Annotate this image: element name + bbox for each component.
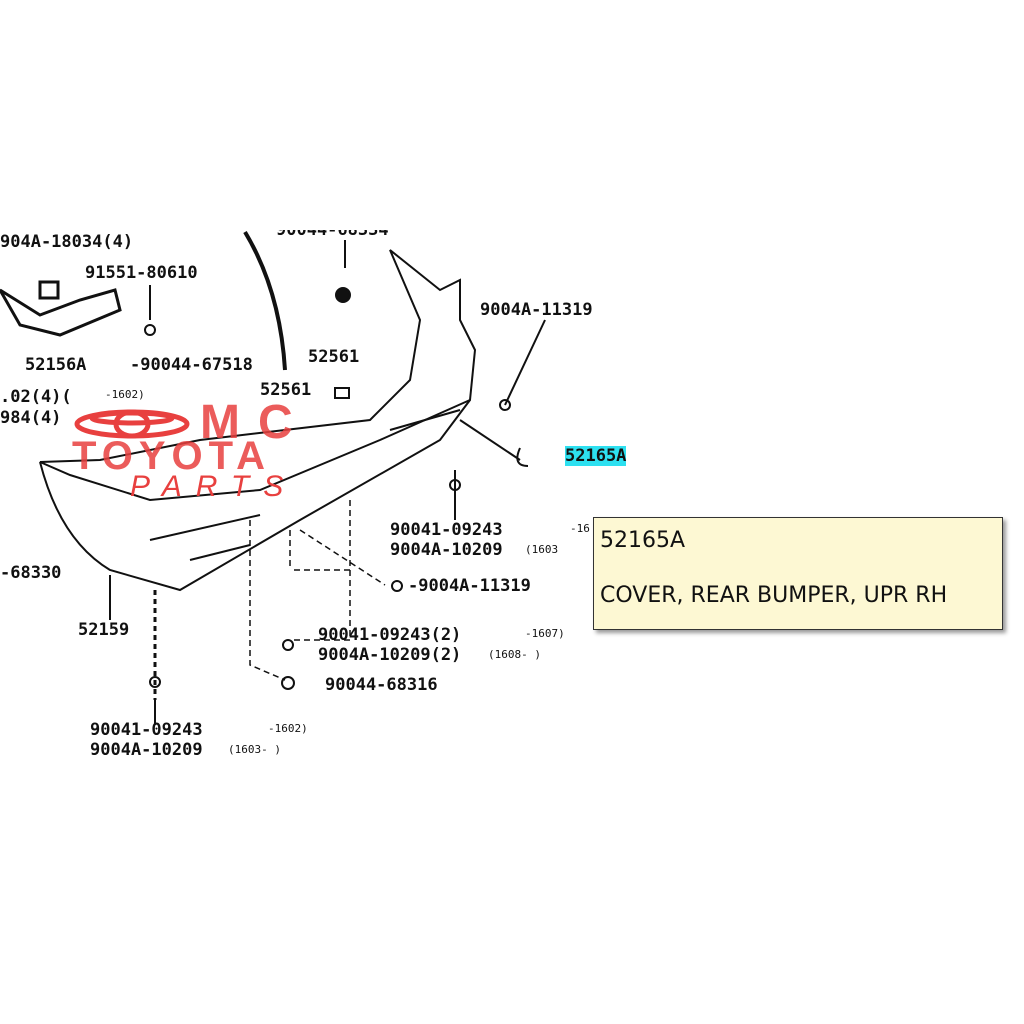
part-label[interactable]: 90041-09243(2) — [318, 625, 462, 645]
part-label[interactable]: 52561 — [260, 380, 312, 400]
part-date: -1607) — [525, 627, 565, 640]
part-label[interactable]: 52561 — [308, 347, 360, 367]
part-label-highlighted[interactable]: 52165A — [565, 446, 627, 466]
part-label[interactable]: -9004A-11319 — [408, 576, 531, 596]
part-tooltip: 52165A COVER, REAR BUMPER, UPR RH — [593, 517, 1003, 630]
tooltip-description: COVER, REAR BUMPER, UPR RH — [600, 583, 948, 608]
part-label[interactable]: 52156A — [25, 355, 87, 375]
part-date: (1603- ) — [228, 743, 281, 756]
part-date: (1608- ) — [488, 648, 541, 661]
watermark-parts: PARTS — [130, 470, 298, 503]
part-date: (1603 — [525, 543, 559, 556]
part-date: -1602) — [268, 722, 308, 735]
part-label[interactable]: -90044-67518 — [130, 355, 253, 375]
part-label[interactable]: 9004A-11319 — [480, 300, 593, 320]
part-date: -1602) — [105, 388, 145, 401]
part-label[interactable]: 9004A-10209 — [390, 540, 503, 560]
watermark-mc: MC — [200, 396, 311, 449]
part-label[interactable]: 9004A-10209 — [90, 740, 203, 760]
part-label[interactable]: 90044-68316 — [325, 675, 438, 695]
part-label[interactable]: 90044-68334 — [276, 220, 389, 240]
part-label[interactable]: .02(4)( — [0, 387, 72, 407]
part-label[interactable]: 984(4) — [0, 408, 62, 428]
part-label[interactable]: 90041-09243 — [390, 520, 503, 540]
part-label[interactable]: 52159 — [78, 620, 130, 640]
toyota-logo-watermark — [74, 409, 190, 439]
part-label[interactable]: 904A-18034(4) — [0, 232, 134, 252]
part-label[interactable]: 91551-80610 — [85, 263, 198, 283]
part-label[interactable]: 90041-09243 — [90, 720, 203, 740]
part-label[interactable]: 9004A-10209(2) — [318, 645, 462, 665]
watermark-toyota: TOYOTA — [72, 434, 271, 478]
tooltip-part-number: 52165A — [600, 528, 686, 553]
part-label[interactable]: -68330 — [0, 563, 62, 583]
part-date: -16 — [570, 522, 590, 535]
